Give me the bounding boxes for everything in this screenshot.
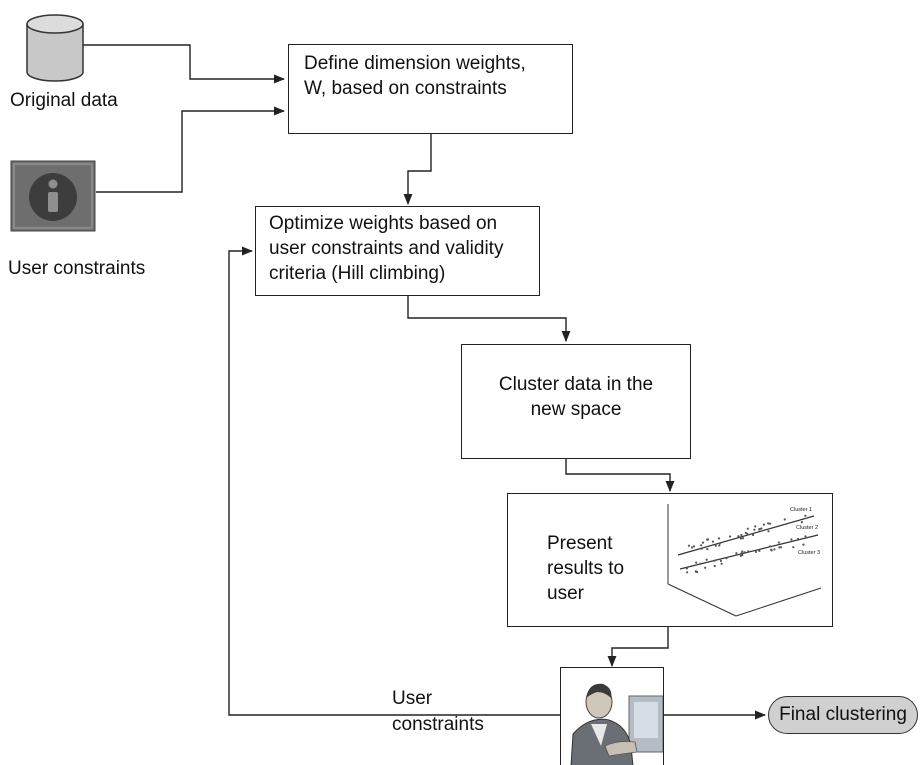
- optimize-line-2: user constraints and validity: [269, 238, 504, 259]
- scatter-point: [692, 545, 696, 548]
- scatter-point: [768, 545, 772, 548]
- cluster-scatter-thumbnail: Cluster 1 Cluster 2 Cluster 3: [667, 504, 822, 617]
- arrow-optimize-to-cluster: [407, 296, 571, 343]
- scatter-point: [758, 528, 761, 531]
- scatter-point: [690, 546, 694, 549]
- scatter-point: [686, 571, 689, 574]
- optimize-line-3: criteria (Hill climbing): [269, 263, 446, 284]
- arrow-present-to-user: [607, 626, 669, 668]
- scatter-point: [706, 538, 709, 541]
- scatter-point: [695, 561, 698, 564]
- scatter-point: [696, 570, 699, 574]
- optimize-weights-box: Optimize weights based on user constrain…: [255, 206, 540, 296]
- scatter-point: [700, 547, 703, 550]
- user-figure-box: [560, 667, 664, 765]
- scatter-point: [753, 528, 756, 531]
- user-constraints-label: User constraints: [8, 258, 146, 279]
- scatter-point: [760, 527, 763, 530]
- final-clustering-node: Final clustering: [768, 696, 918, 734]
- scatter-point: [792, 546, 795, 549]
- arrow-feedback-loop: [228, 246, 560, 716]
- scatter-point: [728, 535, 732, 538]
- person-at-computer-icon: [570, 683, 663, 765]
- scatter-point: [699, 562, 702, 565]
- scatter-point: [687, 544, 691, 547]
- scatter-point: [718, 542, 721, 545]
- present-results-text: Present results to user: [547, 531, 624, 606]
- scatter-point: [778, 546, 781, 549]
- scatter-point: [773, 548, 776, 551]
- scatter-point: [770, 549, 773, 552]
- cluster-data-box: Cluster data in the new space: [461, 344, 691, 459]
- scatter-point: [740, 533, 743, 537]
- scatter-point: [725, 557, 728, 560]
- scatter-point: [804, 514, 807, 517]
- scatter-point: [741, 553, 744, 557]
- scatter-point: [743, 551, 746, 554]
- feedback-line-1: User: [392, 688, 433, 709]
- define-weights-box: Define dimension weights, W, based on co…: [288, 44, 573, 134]
- scatter-point: [711, 540, 714, 543]
- present-line-1: Present: [547, 533, 613, 554]
- scatter-point: [705, 558, 708, 561]
- define-weights-line-1: Define dimension weights,: [304, 53, 526, 74]
- scatter-point: [717, 537, 721, 540]
- arrow-cluster-to-present: [565, 459, 675, 493]
- cluster3-label: Cluster 3: [798, 550, 820, 556]
- present-line-3: user: [547, 583, 584, 604]
- scatter-point: [720, 562, 723, 565]
- scatter-point: [739, 537, 742, 540]
- present-line-2: results to: [547, 558, 625, 579]
- arrow-constraints-to-define: [96, 106, 286, 193]
- scatter-point: [714, 544, 717, 547]
- arrow-original-to-define: [82, 44, 286, 84]
- scatter-point: [762, 523, 766, 526]
- scatter-point: [741, 537, 745, 540]
- scatter-point: [783, 518, 786, 521]
- scatter-point: [685, 567, 688, 570]
- cluster2-label: Cluster 2: [796, 525, 818, 531]
- scatter-point: [737, 535, 740, 538]
- feedback-label: User constraints: [392, 686, 484, 738]
- scatter-point: [767, 522, 770, 525]
- present-results-box: Present results to user Cluster 1 Cluste…: [507, 493, 833, 627]
- arrow-define-to-optimize: [403, 133, 432, 206]
- final-clustering-label: Final clustering: [779, 704, 907, 725]
- cluster1-label: Cluster 1: [790, 507, 812, 513]
- scatter-point: [735, 552, 738, 555]
- scatter-point: [802, 543, 805, 546]
- scatter-point: [713, 564, 716, 568]
- scatter-point: [777, 541, 780, 544]
- scatter-point: [754, 550, 758, 553]
- cluster-line-2: new space: [530, 399, 622, 420]
- scatter-point: [718, 544, 721, 547]
- define-weights-line-2: W, based on constraints: [304, 78, 507, 99]
- optimize-line-1: Optimize weights based on: [269, 213, 498, 234]
- scatter-point: [747, 550, 750, 553]
- scatter-point: [713, 559, 716, 562]
- scatter-point: [768, 522, 772, 525]
- feedback-line-2: constraints: [392, 714, 484, 735]
- scatter-point: [754, 525, 757, 528]
- info-icon: [10, 160, 96, 232]
- scatter-point: [700, 544, 703, 547]
- scatter-point: [701, 541, 705, 544]
- database-icon: [26, 14, 84, 82]
- scatter-point: [719, 559, 722, 562]
- scatter-point: [767, 530, 770, 533]
- scatter-point: [706, 548, 709, 551]
- scatter-point: [790, 538, 793, 541]
- scatter-point: [746, 527, 749, 530]
- scatter-point: [704, 566, 707, 569]
- cluster-line-1: Cluster data in the: [498, 374, 654, 395]
- scatter-point: [796, 537, 800, 541]
- scatter-point: [752, 533, 755, 537]
- scatter-point: [800, 521, 803, 524]
- scatter-point: [804, 535, 807, 538]
- scatter-point: [744, 531, 747, 534]
- original-data-label: Original data: [10, 90, 118, 111]
- scatter-point: [741, 550, 744, 553]
- scatter-point: [758, 549, 761, 552]
